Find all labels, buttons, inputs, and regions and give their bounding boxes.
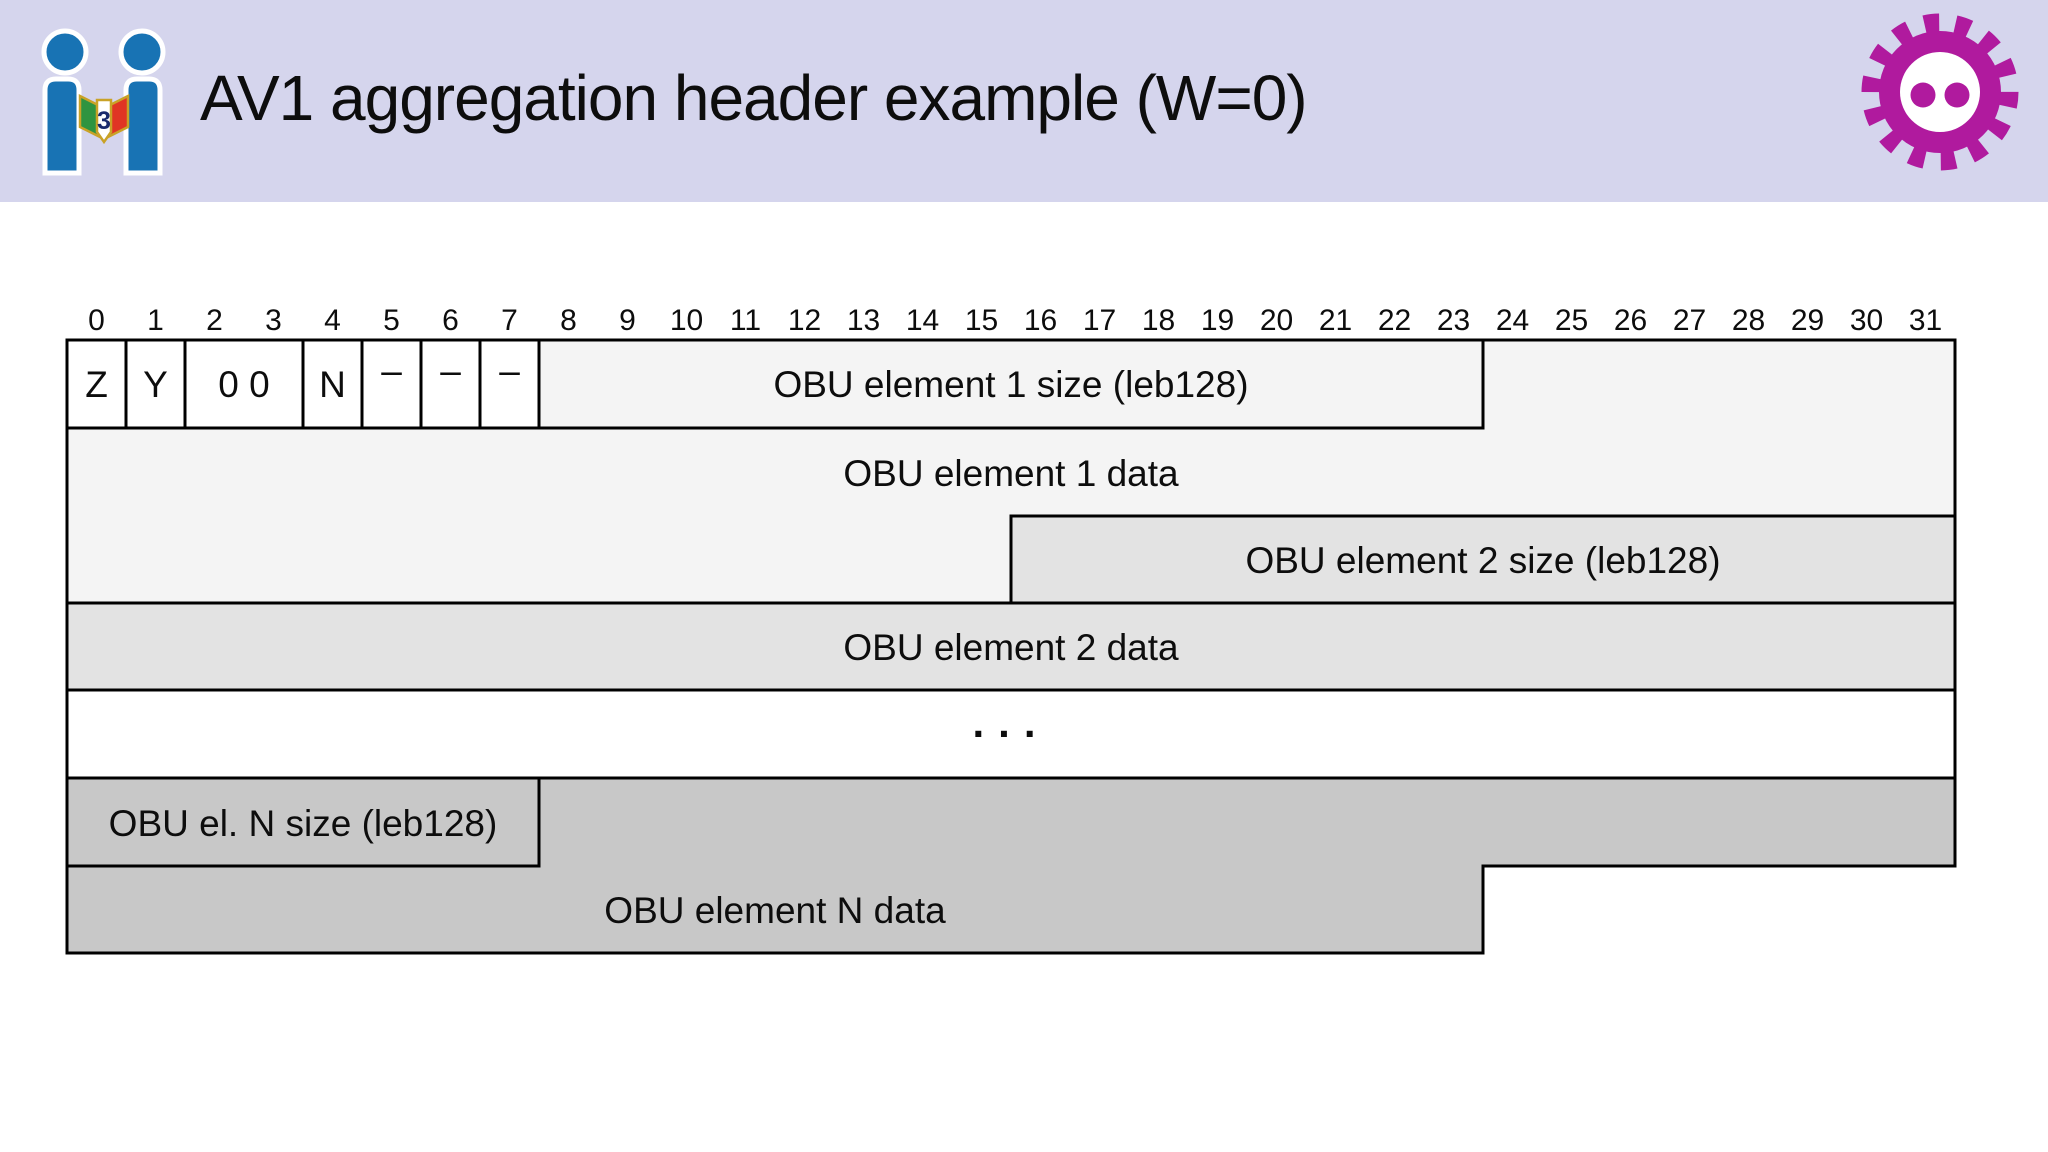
bit-number: 15 bbox=[965, 304, 998, 337]
bit-number: 23 bbox=[1437, 304, 1470, 337]
field-z-label: Z bbox=[85, 364, 108, 405]
bit-number: 6 bbox=[442, 304, 459, 337]
field-el1-size-label: OBU element 1 size (leb128) bbox=[773, 364, 1248, 405]
bit-number: 4 bbox=[324, 304, 341, 337]
bit-number: 24 bbox=[1496, 304, 1529, 337]
bit-number: 20 bbox=[1260, 304, 1293, 337]
field-ellipsis-label: ... bbox=[972, 699, 1049, 746]
gear-face bbox=[1900, 52, 1980, 132]
field-dash2-label: – bbox=[440, 350, 461, 391]
bit-number: 25 bbox=[1555, 304, 1588, 337]
field-el2-size-label: OBU element 2 size (leb128) bbox=[1245, 540, 1720, 581]
field-elN-size-label: OBU el. N size (leb128) bbox=[109, 803, 498, 844]
gear-left-eye bbox=[1910, 82, 1936, 108]
bit-number: 17 bbox=[1083, 304, 1116, 337]
bit-number: 29 bbox=[1791, 304, 1824, 337]
logo-right-head bbox=[118, 28, 166, 76]
logo-right-body bbox=[123, 76, 163, 176]
bit-number: 28 bbox=[1732, 304, 1765, 337]
field-elN-size-box bbox=[65, 776, 541, 868]
bit-number: 1 bbox=[147, 304, 164, 337]
bit-number: 0 bbox=[88, 304, 105, 337]
bit-number: 7 bbox=[501, 304, 518, 337]
gear-right-eye bbox=[1944, 82, 1970, 108]
field-el2-size-box bbox=[1009, 514, 1957, 605]
slide-header: 3 AV1 aggregation header example (W=0) bbox=[0, 0, 2048, 202]
bit-number: 26 bbox=[1614, 304, 1647, 337]
bit-number: 18 bbox=[1142, 304, 1175, 337]
bit-number: 10 bbox=[670, 304, 703, 337]
bit-number: 27 bbox=[1673, 304, 1706, 337]
field-el2-data-label: OBU element 2 data bbox=[843, 627, 1179, 668]
field-y-label: Y bbox=[143, 364, 168, 405]
logo-ribbon-shield bbox=[95, 98, 113, 145]
field-z-box bbox=[65, 338, 128, 430]
bit-number: 13 bbox=[847, 304, 880, 337]
bit-number: 16 bbox=[1024, 304, 1057, 337]
slide-title: AV1 aggregation header example (W=0) bbox=[200, 62, 1308, 134]
bit-number: 22 bbox=[1378, 304, 1411, 337]
bit-number: 5 bbox=[383, 304, 400, 337]
meetecho-logo-icon: 3 bbox=[41, 28, 166, 176]
field-elN-data-label: OBU element N data bbox=[604, 890, 946, 931]
bit-number: 3 bbox=[265, 304, 282, 337]
field-y-box bbox=[124, 338, 187, 430]
field-el2-data-box bbox=[65, 601, 1957, 692]
bit-number: 11 bbox=[730, 304, 761, 337]
field-w-label: 0 0 bbox=[218, 364, 269, 405]
logo-left-head bbox=[41, 28, 89, 76]
bit-number: 2 bbox=[206, 304, 223, 337]
field-dash1-label: – bbox=[381, 350, 402, 391]
field-w-box bbox=[183, 338, 305, 430]
field-n-label: N bbox=[319, 364, 346, 405]
gear-teeth bbox=[1861, 13, 2019, 171]
bit-number: 19 bbox=[1201, 304, 1234, 337]
field-dash3-label: – bbox=[499, 350, 520, 391]
bit-number: 14 bbox=[906, 304, 939, 337]
bit-number: 9 bbox=[619, 304, 636, 337]
bit-number: 12 bbox=[788, 304, 821, 337]
bit-number: 8 bbox=[560, 304, 577, 337]
field-n-box bbox=[301, 338, 364, 430]
bit-number: 31 bbox=[1909, 304, 1942, 337]
logo-badge: 3 bbox=[97, 107, 111, 135]
bit-number: 30 bbox=[1850, 304, 1883, 337]
bit-number: 21 bbox=[1319, 304, 1352, 337]
logo-left-body bbox=[42, 76, 82, 176]
gear-icon bbox=[1861, 13, 2019, 171]
field-el1-size-box bbox=[537, 338, 1485, 430]
field-el1-data-label: OBU element 1 data bbox=[843, 453, 1179, 494]
field-dash1-box bbox=[360, 338, 423, 430]
